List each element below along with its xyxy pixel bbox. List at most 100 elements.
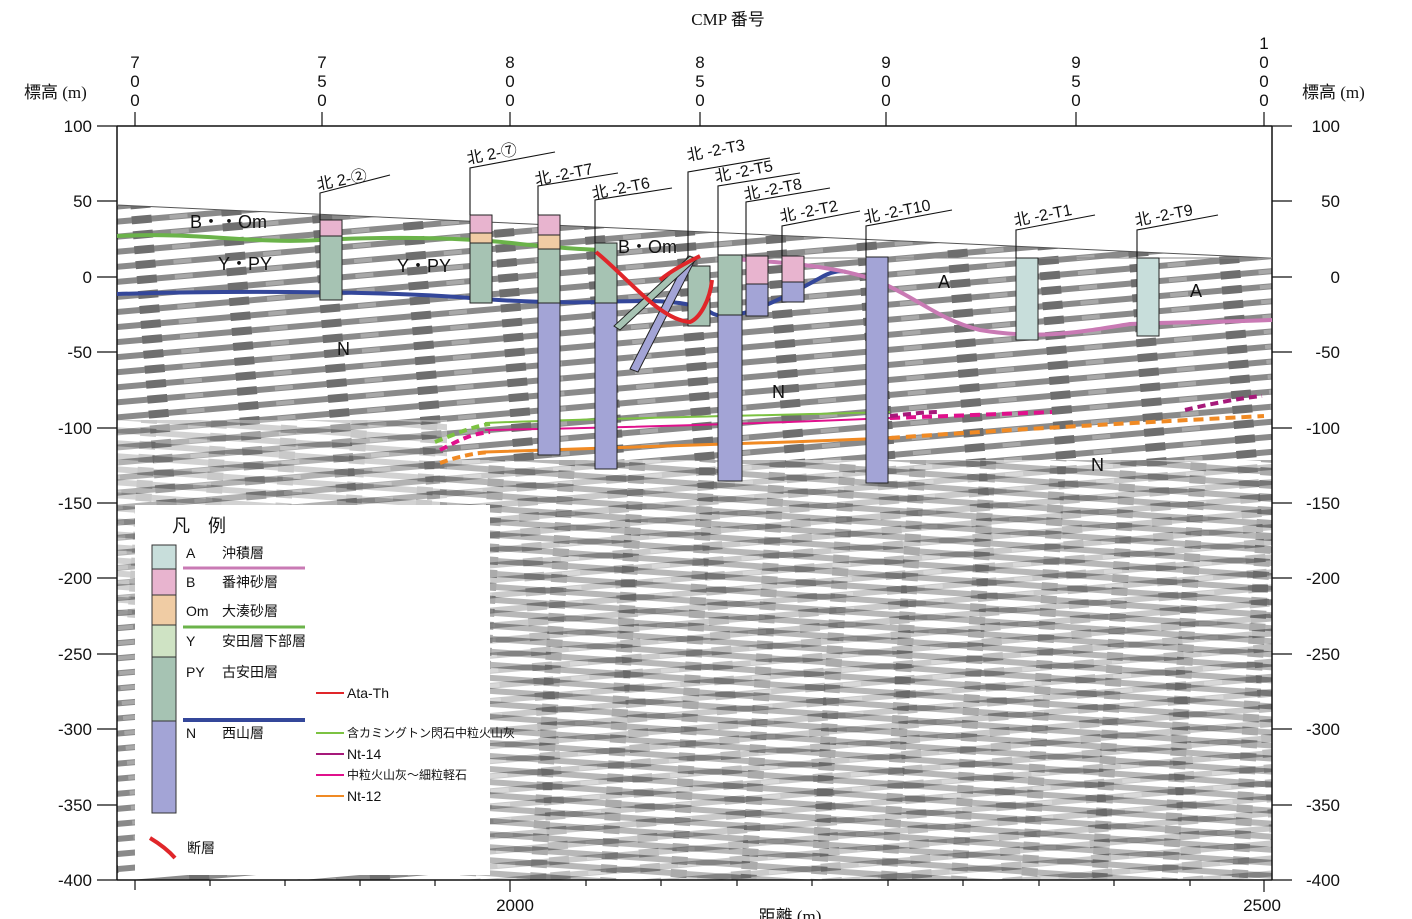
section-unit-labels: B・・Om Y・PY Y・PY B・Om A A N N N: [190, 212, 1202, 475]
a-base-boundary: [719, 256, 1273, 337]
y-tick-label: 100: [1312, 117, 1340, 136]
borehole-leaders: [319, 151, 1219, 258]
y-tick-label: -200: [58, 569, 92, 588]
cmp-tick-label: 9: [1071, 53, 1080, 72]
horizon-nt14-dashed: [889, 410, 941, 418]
cmp-tick-label: 0: [881, 72, 890, 91]
legend-code: Y: [186, 633, 196, 649]
y-tick-label: -250: [1306, 645, 1340, 664]
y-axis-labels-right: 100 50 0 -50 -100 -150 -200 -250 -300 -3…: [1306, 117, 1340, 890]
unit-label: Y・PY: [397, 256, 451, 276]
cmp-tick-label: 8: [695, 53, 704, 72]
unit-label: B・・Om: [190, 212, 267, 232]
left-elevation-unit: 標高 (m): [24, 83, 87, 102]
unit-label: A: [938, 272, 950, 292]
y-tick-label: 0: [83, 268, 92, 287]
legend-swatch-om: [151, 594, 177, 626]
cmp-axis-title: CMP 番号: [691, 10, 765, 29]
y-tick-label: -350: [1306, 796, 1340, 815]
y-tick-label: -150: [1306, 494, 1340, 513]
legend-tephra: Ata-Th: [347, 685, 389, 701]
legend-fault-label: 断層: [187, 840, 215, 856]
horizon-medium-ash-dashed: [439, 430, 491, 452]
y-tick-label: -50: [67, 343, 92, 362]
y-tick-label: 50: [73, 192, 92, 211]
cmp-tick-label: 0: [1259, 53, 1268, 72]
borehole-columns: [319, 214, 1160, 484]
fault-line: [658, 254, 701, 282]
cmp-tick-label: 7: [130, 53, 139, 72]
horizon-cummingtonite-ash-dashed: [434, 422, 491, 444]
legend-name: 大湊砂層: [222, 603, 278, 619]
horizon-nt12: [484, 436, 891, 454]
legend-tephra: 含カミングトン閃石中粒火山灰: [347, 725, 515, 740]
cmp-tick-label: 0: [695, 91, 704, 110]
ground-surface-line: [116, 204, 1273, 259]
legend: 凡 例 A 沖積層 B 番神砂層 Om 大湊砂層 Y 安田層下部層 PY 古安田…: [135, 505, 515, 875]
borehole-column: [1015, 257, 1039, 341]
cmp-tick-label: 0: [130, 72, 139, 91]
horizon-nt14-dashed-east: [1184, 394, 1263, 412]
y-tick-label: -100: [1306, 419, 1340, 438]
cmp-tick-label: 0: [130, 91, 139, 110]
distance-axis-title: 距離 (m): [759, 907, 822, 919]
cmp-tick-label: 0: [317, 91, 326, 110]
cmp-tick-label: 0: [881, 91, 890, 110]
unit-label: N: [772, 382, 785, 402]
legend-name: 番神砂層: [222, 574, 278, 590]
unit-label: B・Om: [618, 237, 677, 257]
y-tick-label: 0: [1331, 268, 1340, 287]
legend-code: A: [186, 545, 196, 561]
horizon-medium-ash: [484, 417, 891, 431]
cmp-tick-label: 0: [505, 91, 514, 110]
x-tick-label: 2000: [496, 896, 534, 915]
y-tick-label: -300: [1306, 720, 1340, 739]
cmp-tick-label: 5: [695, 72, 704, 91]
cmp-tick-label: 8: [505, 53, 514, 72]
horizon-nt12-dashed: [439, 450, 491, 465]
cmp-tick-label: 5: [317, 72, 326, 91]
y-tick-label: -50: [1315, 343, 1340, 362]
y-tick-label: -400: [58, 871, 92, 890]
cmp-tick-label: 5: [1071, 72, 1080, 91]
cmp-ticks: [134, 112, 1265, 126]
y-axis-labels-left: 100 50 0 -50 -100 -150 -200 -250 -300 -3…: [58, 117, 92, 890]
cmp-tick-label: 0: [505, 72, 514, 91]
x-tick-label: 2500: [1243, 896, 1281, 915]
legend-title: 凡 例: [172, 516, 226, 536]
y-tick-label: -200: [1306, 569, 1340, 588]
cmp-tick-label: 9: [881, 53, 890, 72]
legend-name: 安田層下部層: [222, 633, 306, 649]
y-tick-label: -250: [58, 645, 92, 664]
legend-swatch-y: [151, 624, 177, 658]
x-axis-ticks: [134, 880, 1265, 892]
cmp-tick-label: 0: [1259, 72, 1268, 91]
legend-swatch-n: [151, 720, 177, 814]
legend-code: N: [186, 725, 196, 741]
legend-code: Om: [186, 603, 209, 619]
y-tick-label: -100: [58, 419, 92, 438]
y-tick-label: 50: [1321, 192, 1340, 211]
right-elevation-unit: 標高 (m): [1302, 83, 1365, 102]
horizon-nt12-dashed-east: [889, 414, 1265, 440]
legend-swatch-a: [151, 544, 177, 570]
legend-tephra: 中粒火山灰～細粒軽石: [347, 767, 467, 782]
legend-fault-symbol: [148, 836, 177, 860]
y-tick-label: 100: [64, 117, 92, 136]
legend-name: 沖積層: [222, 545, 264, 561]
legend-name: 古安田層: [222, 664, 278, 680]
unit-label: N: [1091, 455, 1104, 475]
unit-label: N: [337, 339, 350, 359]
legend-swatch-b: [151, 568, 177, 596]
y-axis-ticks: [97, 125, 1292, 881]
legend-name: 西山層: [222, 725, 264, 741]
unit-label: A: [1190, 281, 1202, 301]
y-tick-label: -400: [1306, 871, 1340, 890]
legend-swatch-py: [151, 656, 177, 722]
legend-code: PY: [186, 664, 205, 680]
cmp-tick-label: 0: [1259, 91, 1268, 110]
y-tick-label: -350: [58, 796, 92, 815]
unit-label: Y・PY: [218, 254, 272, 274]
